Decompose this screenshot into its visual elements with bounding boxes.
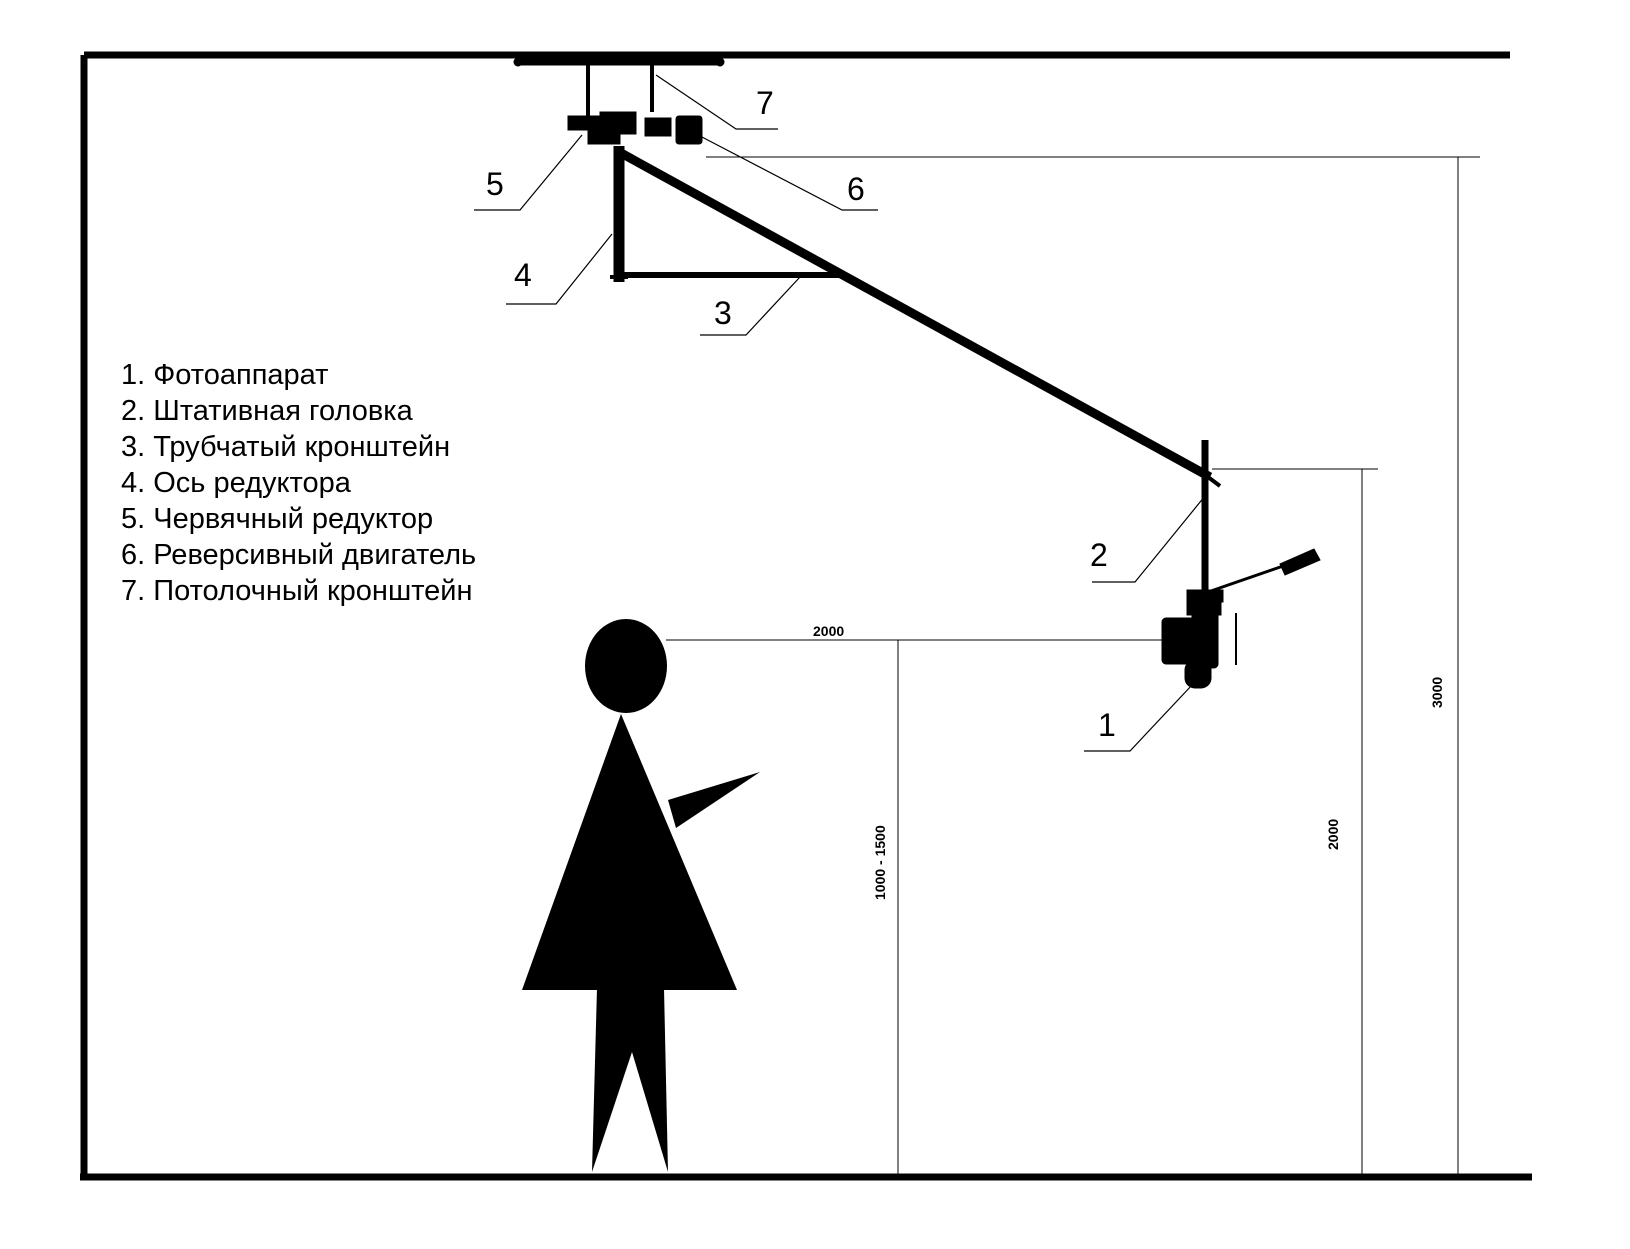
dimension-camera-height: 2000 <box>1325 819 1341 850</box>
reversible-motor <box>675 115 703 145</box>
leader-4 <box>506 233 613 305</box>
legend-item-reversible-motor: 6. Реверсивный двигатель <box>121 539 477 571</box>
room-outline <box>80 51 1532 1181</box>
leader-lines <box>474 74 1206 752</box>
person-silhouette <box>522 619 760 1172</box>
tripod-head <box>1186 440 1321 603</box>
dimension-ceiling-height: 3000 <box>1429 677 1445 708</box>
camera <box>1161 602 1237 689</box>
tubular-bracket <box>618 149 1222 488</box>
leader-2 <box>1092 495 1206 583</box>
legend: 1. Фотоаппарат 2. Штативная головка 3. Т… <box>121 357 476 609</box>
person-head <box>585 619 667 713</box>
worm-gearbox <box>567 111 672 145</box>
person-body <box>522 714 737 990</box>
leader-3 <box>700 276 801 336</box>
callout-7: 7 <box>756 85 774 121</box>
dimension-horizontal-reach: 2000 <box>813 623 844 639</box>
leader-1 <box>1084 683 1194 752</box>
callout-1: 1 <box>1098 707 1116 743</box>
ceiling-bracket <box>513 57 725 118</box>
gearbox-axis <box>610 146 628 282</box>
person-legs <box>592 988 668 1172</box>
callout-4: 4 <box>514 257 532 293</box>
legend-item-tripod-head: 2. Штативная головка <box>121 395 413 427</box>
legend-item-worm-gearbox: 5. Червячный редуктор <box>121 503 434 535</box>
leader-7 <box>655 74 778 130</box>
callout-5: 5 <box>486 166 504 202</box>
callout-2: 2 <box>1090 537 1108 573</box>
legend-item-camera: 1. Фотоаппарат <box>121 359 329 391</box>
dimension-eye-height: 1000 - 1500 <box>872 825 888 900</box>
person-arm <box>668 772 760 828</box>
leader-6 <box>699 135 878 211</box>
legend-item-ceiling-bracket: 7. Потолочный кронштейн <box>121 575 473 607</box>
leader-5 <box>474 134 583 211</box>
callout-3: 3 <box>714 295 732 331</box>
callout-6: 6 <box>847 171 865 207</box>
dimension-lines <box>666 156 1480 1175</box>
legend-item-tubular-bracket: 3. Трубчатый кронштейн <box>121 431 451 463</box>
legend-item-gearbox-axis: 4. Ось редуктора <box>121 467 351 499</box>
